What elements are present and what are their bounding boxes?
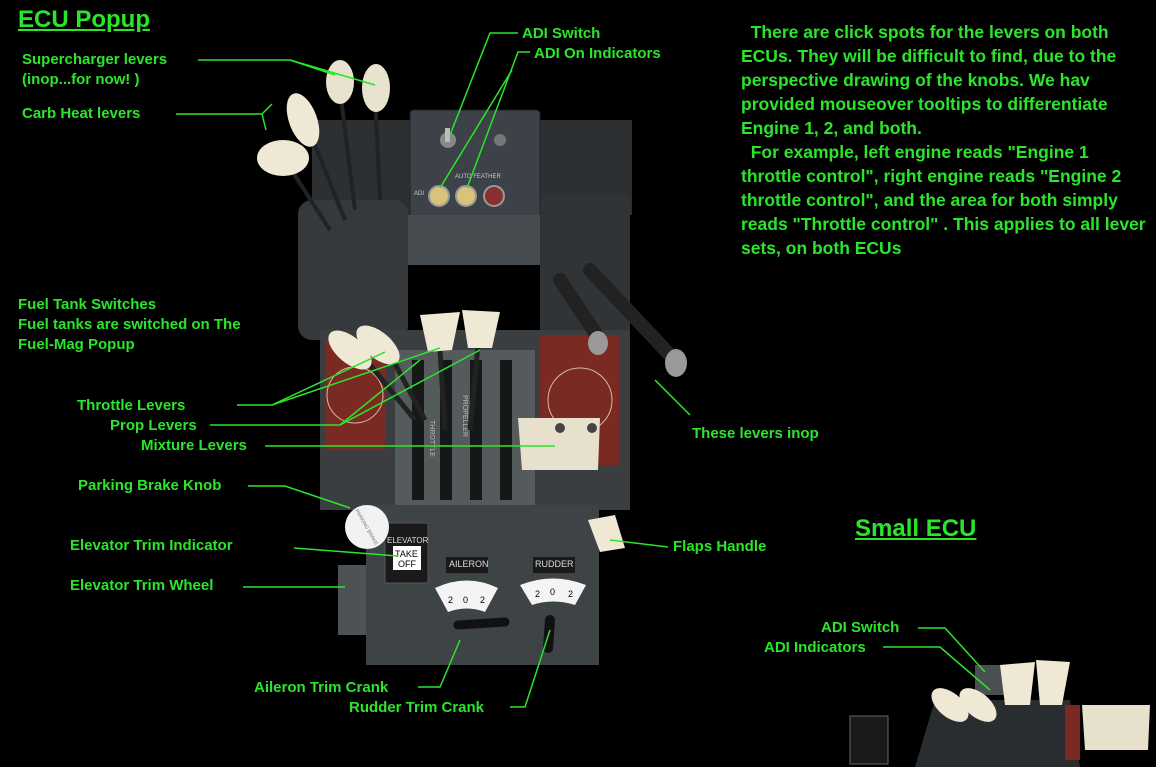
slot (500, 360, 512, 500)
label-parking-brake: Parking Brake Knob (78, 477, 222, 494)
label-small-adi-indicators: ADI Indicators (764, 639, 866, 656)
carb-heat-lever-left[interactable] (257, 140, 309, 176)
throttle-lever-right[interactable] (350, 318, 407, 371)
throttle-lever-left[interactable] (322, 323, 379, 376)
elevator-trim-wheel[interactable] (338, 565, 366, 635)
adi-panel-label: ADI (414, 191, 424, 197)
slot (412, 360, 424, 500)
supercharger-lever-left[interactable] (326, 60, 354, 104)
aileron-trim-dial (435, 580, 498, 612)
small-ecu-device (849, 660, 1150, 767)
label-small-adi-switch: ADI Switch (821, 619, 900, 636)
adi-indicator-middle[interactable] (455, 185, 477, 207)
label-elevator-trim-wheel: Elevator Trim Wheel (70, 577, 214, 594)
label-elevator-trim-indicator: Elevator Trim Indicator (70, 537, 233, 554)
take-label: TAKE (395, 549, 418, 559)
instructions-paragraph-1: There are click spots for the levers on … (741, 22, 1122, 138)
inop-lever-right (665, 349, 687, 377)
leader-lines (176, 32, 991, 708)
label-carb-heat: Carb Heat levers (22, 105, 141, 122)
label-rudder-crank: Rudder Trim Crank (349, 699, 485, 716)
propeller-slot-label: PROPELLER (461, 395, 468, 437)
instructions-paragraph-2: For example, left engine reads "Engine 1… (741, 142, 1151, 258)
aileron-label: AILERON (449, 559, 489, 569)
label-fuel-tank: Fuel Tank Switches (18, 296, 157, 313)
left-quadrant (298, 200, 408, 340)
small-prop-lever[interactable] (1000, 662, 1035, 705)
prop-lever-left[interactable] (420, 312, 460, 352)
label-adi-switch: ADI Switch (522, 25, 601, 42)
rudder-scale-right: 2 (568, 589, 573, 599)
parking-brake-knob[interactable] (345, 505, 389, 549)
small-throttle-lever[interactable] (953, 682, 1002, 729)
aileron-scale-zero: 0 (463, 595, 468, 605)
carb-heat-lever-right[interactable] (280, 89, 325, 151)
ecu-popup-device: THROTTLE PROPELLER AUTO FEATHER ADI (257, 60, 687, 665)
supercharger-lever-right[interactable] (362, 64, 390, 112)
adi-second-switch[interactable] (494, 134, 506, 146)
prop-lever-right[interactable] (462, 310, 500, 348)
flaps-handle[interactable] (588, 515, 625, 552)
ecu-popup-title: ECU Popup (18, 6, 150, 33)
adi-indicator-left[interactable] (428, 185, 450, 207)
aileron-trim-crank[interactable] (453, 617, 510, 630)
label-mixture: Mixture Levers (141, 437, 247, 454)
rudder-label: RUDDER (535, 559, 574, 569)
rudder-scale-left: 2 (535, 589, 540, 599)
auto-feather-label: AUTO FEATHER (455, 174, 501, 180)
label-adi-on-indicators: ADI On Indicators (534, 45, 661, 62)
label-fuel-tank-note: Fuel tanks are switched on The (18, 316, 241, 333)
throttle-slot-label: THROTTLE (428, 420, 435, 457)
label-prop: Prop Levers (110, 417, 197, 434)
label-supercharger-note: (inop...for now! ) (22, 71, 140, 88)
adi-indicator-right (483, 185, 505, 207)
small-throttle-lever[interactable] (925, 682, 974, 729)
small-prop-lever[interactable] (1036, 660, 1070, 705)
aileron-scale-left: 2 (448, 595, 453, 605)
small-mixture-levers[interactable] (1082, 705, 1150, 750)
off-label: OFF (398, 559, 416, 569)
mixture-levers[interactable] (518, 418, 600, 470)
label-throttle: Throttle Levers (77, 397, 186, 414)
rudder-trim-dial (520, 578, 586, 605)
label-aileron-crank: Aileron Trim Crank (254, 679, 389, 696)
label-fuel-tank-note-2: Fuel-Mag Popup (18, 336, 135, 353)
label-flaps: Flaps Handle (673, 538, 767, 555)
adi-switch-toggle[interactable] (445, 128, 450, 142)
small-ecu-title: Small ECU (855, 515, 977, 542)
small-elevator-indicator (849, 715, 889, 765)
label-supercharger: Supercharger levers (22, 51, 168, 68)
adi-housing (405, 215, 540, 265)
inop-lever-left (588, 331, 608, 355)
aileron-scale-right: 2 (480, 595, 485, 605)
elevator-label: ELEVATOR (387, 536, 429, 545)
instructions-text: There are click spots for the levers on … (741, 20, 1151, 260)
label-levers-inop: These levers inop (692, 425, 819, 442)
rudder-scale-zero: 0 (550, 587, 555, 597)
